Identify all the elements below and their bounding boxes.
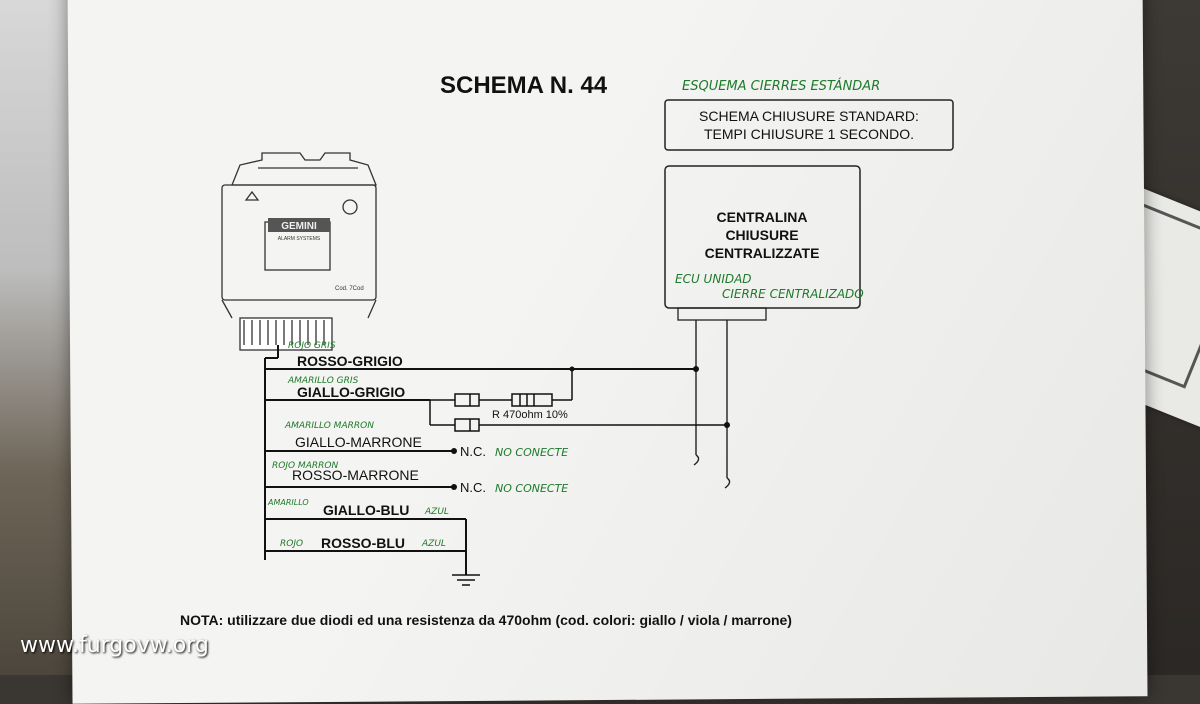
wire-hand-label: ROJO MARRON [272,461,338,471]
alarm-subtitle: ALARM SYSTEMS [278,236,321,242]
wire-hand-label: ROJO GRIS [288,341,336,351]
wire-end-label: N.C. [460,480,486,495]
wire-hand-label: AMARILLO [267,498,309,507]
alarm-unit [221,152,377,351]
standard-note-line1: SCHEMA CHIUSURE STANDARD: [699,108,919,124]
wire-hand-label: AMARILLO GRIS [287,376,359,386]
wire-end-hand-label: NO CONECTE [495,482,568,495]
junction-dots [451,366,730,490]
wire-label: ROSSO-GRIGIO [297,353,403,369]
standard-note-box: SCHEMA CHIUSURE STANDARD: TEMPI CHIUSURE… [664,99,954,151]
watermark: www.furgovw.org [20,633,209,658]
standard-note-line2: TEMPI CHIUSURE 1 SECONDO. [704,126,914,142]
diagram-title: SCHEMA N. 44 [440,72,608,99]
resistor-label: R 470ohm 10% [492,409,568,421]
wire-hand-label: ROJO [280,539,303,549]
wire-hand-label: AMARILLO MARRON [284,421,374,431]
footnote: NOTA: utilizzare due diodi ed una resist… [180,612,792,628]
wire-end-hand-label: NO CONECTE [495,446,568,459]
ecu-hand-line1: ECU UNIDAD [675,272,752,286]
alarm-model: Cod. 7Cod [335,286,364,292]
wire-label: ROSSO-BLU [321,535,405,551]
ecu-wires [693,320,731,489]
alarm-brand-plate [268,218,330,232]
wire-end-label: N.C. [460,444,486,459]
alarm-brand: GEMINI [281,221,317,232]
ecu-box: CENTRALINA CHIUSURE CENTRALIZZATE ECU UN… [664,165,864,321]
wire-hand-label-2: AZUL [421,539,446,549]
wire-label: GIALLO-MARRONE [295,434,422,450]
wire-labels: ROSSO-GRIGIO ROJO GRIS GIALLO-GRIGIO AMA… [267,341,568,551]
wire-label: GIALLO-BLU [323,502,409,518]
diode-network [429,369,727,586]
wire-hand-label-2: AZUL [424,507,449,517]
ecu-label-line3: CENTRALIZZATE [705,245,820,261]
harness-lines [264,345,696,575]
wire-label: GIALLO-GRIGIO [297,384,405,400]
wiring-diagram: SCHEMA N. 44 ESQUEMA CIERRES ESTÁNDAR SC… [180,72,954,628]
ecu-hand-line2: CIERRE CENTRALIZADO [722,287,864,301]
ecu-label-line2: CHIUSURE [725,227,798,243]
wire-label: ROSSO-MARRONE [292,467,419,483]
ecu-label-line1: CENTRALINA [717,209,808,225]
handwritten-title: ESQUEMA CIERRES ESTÁNDAR [682,78,880,94]
